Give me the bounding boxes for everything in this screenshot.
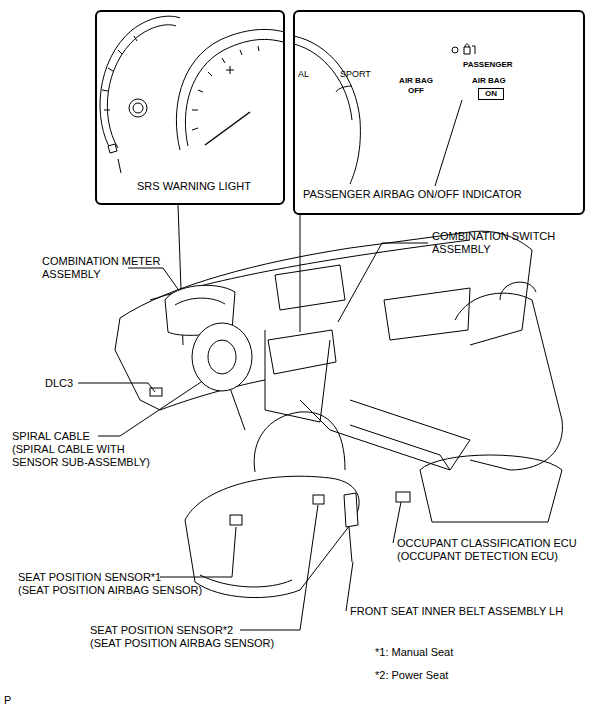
meter-closeup xyxy=(192,46,259,130)
part-name: DLC3 xyxy=(45,377,73,390)
part-name: SEAT POSITION SENSOR*2 xyxy=(90,624,233,637)
vehicle-interior xyxy=(384,288,470,340)
vehicle-interior xyxy=(192,323,252,391)
part-name: (OCCUPANT DETECTION ECU) xyxy=(397,550,558,563)
vehicle-interior xyxy=(350,425,450,470)
leader-line xyxy=(128,268,180,292)
srs-warning-light-symbol xyxy=(108,144,121,173)
vehicle-interior xyxy=(500,282,536,300)
part-name: FRONT SEAT INNER BELT ASSEMBLY LH xyxy=(350,605,563,618)
part-name: (SEAT POSITION AIRBAG SENSOR) xyxy=(18,584,202,597)
vehicle-interior xyxy=(200,575,292,587)
indicator-closeup xyxy=(336,86,352,92)
vehicle-interior xyxy=(349,527,352,562)
indicator-text: PASSENGER xyxy=(463,60,513,70)
part-name: COMBINATION SWITCH ASSEMBLY xyxy=(432,230,572,256)
figure-mark: P xyxy=(4,694,11,707)
vehicle-interior xyxy=(275,265,345,310)
footnote: *2: Power Seat xyxy=(375,669,448,682)
vehicle-interior xyxy=(208,340,236,374)
indicator-text: AIR BAG OFF xyxy=(395,76,437,96)
gauge-mark: AL xyxy=(298,69,309,80)
part-name: (SPIRAL CABLE WITH SENSOR SUB-ASSEMBLY) xyxy=(12,443,157,469)
gauge-mark: SPORT xyxy=(340,69,371,80)
meter-closeup xyxy=(100,16,284,152)
part-name: SRS WARNING LIGHT xyxy=(137,180,251,193)
vehicle-interior xyxy=(230,515,242,525)
meter-closeup xyxy=(133,103,143,113)
meter-closeup xyxy=(226,66,234,74)
meter-closeup xyxy=(176,29,284,150)
vehicle-interior xyxy=(230,388,245,430)
vehicle-interior xyxy=(265,330,330,422)
meter-closeup xyxy=(185,39,284,146)
part-name: PASSENGER AIRBAG ON/OFF INDICATOR xyxy=(303,188,522,201)
indicator-closeup xyxy=(294,36,475,184)
leader-line xyxy=(98,372,216,436)
indicator-box: ON xyxy=(478,88,504,100)
leader-line xyxy=(393,502,401,543)
leader-line xyxy=(338,243,428,322)
leader-line xyxy=(300,215,301,332)
vehicle-interior xyxy=(344,493,358,527)
part-name: (SEAT POSITION AIRBAG SENSOR) xyxy=(90,637,274,650)
part-name: SPIRAL CABLE xyxy=(12,430,90,443)
leader-line xyxy=(435,100,462,186)
indicator-text: AIR BAG xyxy=(472,76,506,86)
vehicle-interior xyxy=(175,298,225,305)
meter-closeup xyxy=(102,36,137,110)
part-name: SEAT POSITION SENSOR*1 xyxy=(18,571,161,584)
vehicle-interior xyxy=(455,293,562,470)
indicator-closeup xyxy=(452,47,458,53)
vehicle-interior xyxy=(150,388,162,396)
indicator-text: ON xyxy=(479,89,503,99)
vehicle-interior xyxy=(185,476,359,597)
meter-closeup xyxy=(100,16,180,152)
indicator-closeup xyxy=(464,44,475,54)
footnote: *1: Manual Seat xyxy=(375,646,453,659)
part-name: OCCUPANT CLASSIFICATION ECU xyxy=(397,537,577,550)
vehicle-interior xyxy=(254,412,345,472)
meter-closeup xyxy=(129,99,147,117)
srs-warning-light-symbol xyxy=(108,144,117,153)
leader-line xyxy=(160,527,236,577)
vehicle-interior xyxy=(268,330,336,374)
meter-closeup xyxy=(107,25,176,148)
leader-line xyxy=(78,383,155,392)
meter-closeup xyxy=(205,112,250,145)
vehicle-interior xyxy=(313,495,324,504)
vehicle-interior xyxy=(420,455,562,522)
vehicle-interior xyxy=(396,492,410,502)
indicator-closeup xyxy=(294,44,352,120)
indicator-closeup xyxy=(294,36,360,184)
leader-line xyxy=(240,505,318,630)
leader-line xyxy=(346,562,353,611)
srs-warning-light-symbol xyxy=(118,159,121,173)
inset-box: AL SPORT PASSENGER AIR BAG OFF AIR BAG PASSEN… xyxy=(293,10,585,215)
inset-box: SRS WARNING LIGHT xyxy=(95,10,285,205)
part-name: COMBINATION METER ASSEMBLY xyxy=(42,255,167,281)
